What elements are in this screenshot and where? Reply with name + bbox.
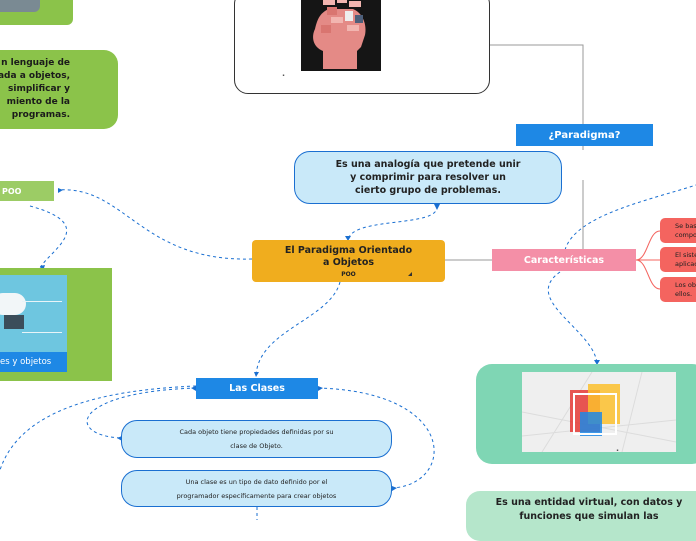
clases-label[interactable]: Las Clases <box>196 378 318 399</box>
cube-dot: · <box>616 446 620 455</box>
dashed-center-clases <box>255 281 341 377</box>
poo-desc-line-5: programas. <box>11 110 70 120</box>
caracteristica-item-2-text: El siste aplicac <box>660 251 696 269</box>
dot-mark: · <box>282 71 286 80</box>
poo-desc-line-2: ada a objetos, <box>0 71 70 81</box>
cloud-icon <box>0 293 26 315</box>
clases-item-1-line-1: Cada objeto tiene propiedades definidas … <box>179 428 334 436</box>
head-puzzle-image <box>301 0 381 71</box>
caption-text: es y objetos <box>0 357 52 367</box>
paradigma-label[interactable]: ¿Paradigma? <box>516 124 653 146</box>
caracteristica-item-1[interactable]: Se bas compo <box>660 218 696 243</box>
caracteristica-item-3-line-2: ellos. <box>675 289 693 298</box>
clases-item-2-line-1: Una clase es un tipo de dato definido po… <box>185 477 328 486</box>
dashed-poo-image <box>29 205 68 269</box>
clases-item-2-line-2: programador específicamente para crear o… <box>176 491 337 500</box>
poo-label[interactable]: POO <box>0 181 54 201</box>
clases-item-1[interactable]: Cada objeto tiene propiedades definidas … <box>121 420 392 458</box>
center-topic[interactable]: El Paradigma Orientado a Objetos POO <box>252 240 445 282</box>
dashed-car-right <box>564 184 696 251</box>
paradigma-label-text: ¿Paradigma? <box>548 129 621 141</box>
caracteristica-item-2-line-1: El siste <box>675 250 696 259</box>
paradigma-definition-text: Es una analogía que pretende unir y comp… <box>335 159 521 196</box>
dashed-clases-left <box>0 385 197 471</box>
top-left-thumbnail <box>0 0 40 12</box>
dashed-clases-item2 <box>317 387 435 489</box>
objeto-definition[interactable]: Es una entidad virtual, con datos y func… <box>466 491 696 541</box>
caracteristica-item-1-text: Se bas compo <box>660 222 696 240</box>
poo-desc-line-4: miento de la <box>6 97 70 107</box>
classes-image <box>0 275 67 358</box>
clases-label-text: Las Clases <box>229 383 285 394</box>
caracteristica-item-3-text: Los ob ellos. <box>660 281 696 299</box>
connections <box>0 44 696 520</box>
classes-image-card: es y objetos <box>0 268 112 381</box>
paradigma-definition[interactable]: Es una analogía que pretende unir y comp… <box>294 151 562 204</box>
top-left-green-image <box>0 0 73 25</box>
cube-image-card: · <box>476 364 696 464</box>
caracteristica-item-3[interactable]: Los ob ellos. <box>660 277 696 302</box>
objeto-line-1: Es una entidad virtual, con datos y <box>495 497 683 508</box>
caption-bar: es y objetos <box>0 352 67 372</box>
poo-description-text: n lenguaje de ada a objetos, simplificar… <box>0 57 70 122</box>
objeto-line-2: funciones que simulan las <box>519 511 659 522</box>
caracteristica-item-3-line-1: Los ob <box>675 280 696 289</box>
expand-corner-icon <box>408 272 412 276</box>
dashed-clases-item1 <box>86 387 197 439</box>
network-lines <box>22 301 62 333</box>
dashed-center-poo <box>57 189 253 260</box>
dashed-def-center <box>347 205 438 241</box>
clases-item-1-line-2: clase de Objeto. <box>230 442 283 450</box>
poo-label-text: POO <box>2 186 22 196</box>
caracteristicas-label-text: Características <box>523 254 605 266</box>
laptop-icon <box>4 315 24 329</box>
line-car-items <box>635 230 661 290</box>
center-title: El Paradigma Orientado a Objetos <box>284 244 413 268</box>
center-tag: POO <box>341 270 356 278</box>
caracteristica-item-1-line-1: Se bas <box>675 221 696 230</box>
poo-description[interactable]: n lenguaje de ada a objetos, simplificar… <box>0 50 118 129</box>
dashed-car-objeto <box>547 271 598 365</box>
caracteristica-item-2-line-2: aplicac <box>675 259 696 268</box>
caracteristicas-label[interactable]: Características <box>492 249 636 271</box>
cube-image <box>522 372 676 452</box>
poo-desc-line-3: simplificar y <box>8 84 70 94</box>
clases-item-2[interactable]: Una clase es un tipo de dato definido po… <box>121 470 392 507</box>
caracteristica-item-2[interactable]: El siste aplicac <box>660 247 696 272</box>
poo-desc-line-1: n lenguaje de <box>1 58 70 68</box>
head-image-card: · <box>234 0 490 94</box>
caracteristica-item-1-line-2: compo <box>675 230 696 239</box>
